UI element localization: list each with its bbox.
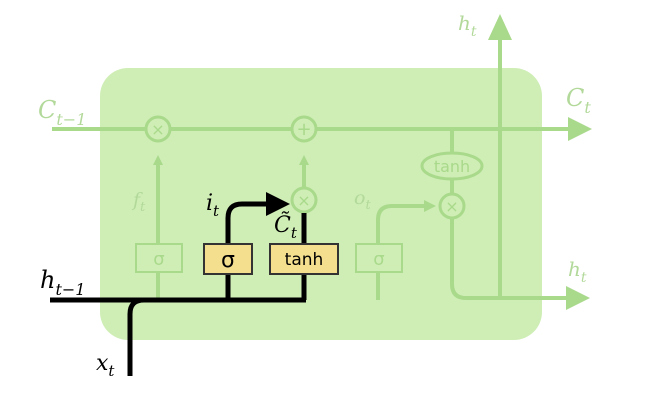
input-gate-arrowhead: [266, 192, 290, 216]
candidate-multiply-op: [290, 186, 318, 214]
active-paths: [50, 201, 307, 376]
cell-state-arrowhead: [568, 117, 592, 141]
input-gate-symbol: σ: [221, 248, 235, 273]
h-right-label: ht: [568, 257, 587, 286]
output-gate-box: [355, 243, 403, 273]
add-op: [290, 115, 318, 143]
hidden-output-path: [450, 218, 568, 300]
output-gate-arrowhead: [424, 200, 436, 212]
x-input-label: xt: [96, 351, 115, 380]
forget-multiply-op: [144, 115, 172, 143]
hidden-top-arrowhead: [488, 14, 512, 40]
input-gate-output-path: [225, 201, 270, 244]
pointwise-ops: × + × × tanh: [144, 115, 484, 220]
cell-tanh-label: tanh: [434, 157, 470, 176]
c-next-label: Ct: [566, 84, 591, 117]
h-prev-label: ht−1: [40, 266, 85, 299]
input-gate-box: [203, 243, 253, 275]
output-multiply-op: [438, 192, 466, 220]
h-top-label: ht: [458, 11, 477, 40]
x-input-path: [127, 297, 145, 376]
c-tilde-label: C̃t: [274, 212, 298, 242]
forget-gate-box: [135, 243, 183, 273]
output-multiply-symbol: ×: [445, 197, 458, 216]
forget-multiply-symbol: ×: [151, 120, 164, 139]
candidate-gate-symbol: tanh: [285, 250, 324, 270]
output-gate-symbol: σ: [373, 249, 384, 270]
candidate-multiply-symbol: ×: [297, 191, 310, 210]
candidate-gate-box: [269, 243, 339, 275]
cell-tanh-op: [420, 151, 484, 181]
forget-gate-symbol: σ: [153, 249, 164, 270]
add-symbol: +: [296, 119, 311, 140]
c-prev-label: Ct−1: [38, 96, 86, 129]
i-gate-label: it: [206, 191, 220, 220]
o-gate-label: ot: [354, 187, 371, 213]
hidden-right-arrowhead: [566, 286, 590, 310]
f-gate-label: ft: [131, 189, 146, 215]
